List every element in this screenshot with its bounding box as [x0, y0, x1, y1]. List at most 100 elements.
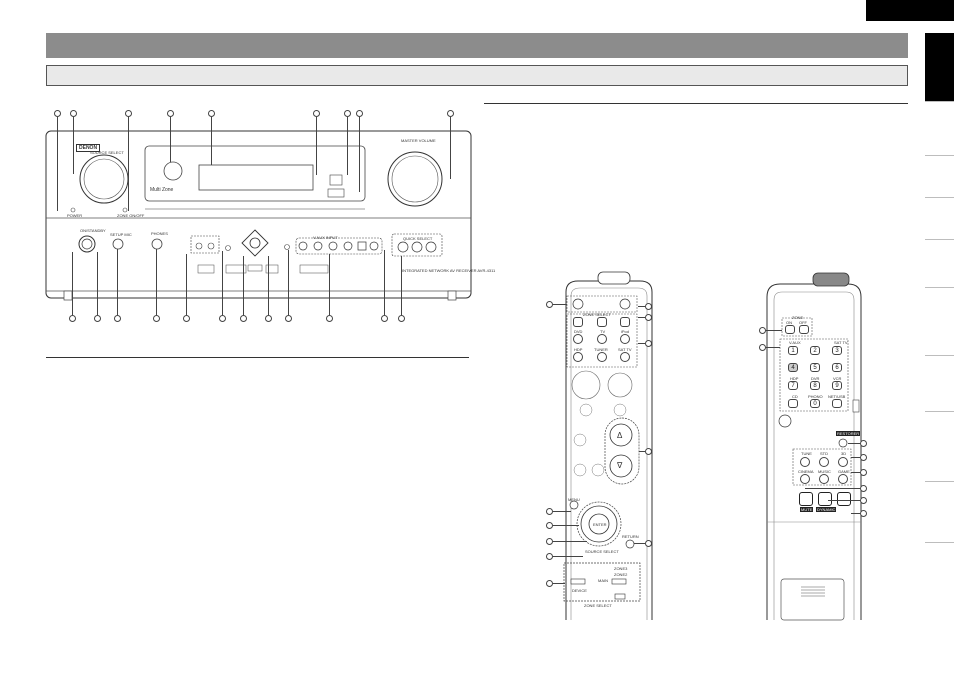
- callout-marker: [208, 110, 215, 117]
- net-usb-label: NET/USB: [828, 394, 846, 399]
- callout-leader: [359, 117, 360, 192]
- source-select-label: SOURCE SELECT: [90, 150, 124, 155]
- std-button[interactable]: [819, 457, 829, 467]
- callout-marker: [860, 469, 867, 476]
- volume-down-icon[interactable]: ∇: [617, 461, 623, 470]
- dvd-label: DVD: [574, 329, 583, 334]
- 3d-button[interactable]: [838, 457, 848, 467]
- vaux-label: V.AUX: [789, 340, 801, 345]
- callout-leader: [57, 117, 58, 211]
- callout-marker: [94, 315, 101, 322]
- callout-marker: [645, 303, 652, 310]
- number-8-button[interactable]: 8: [810, 381, 820, 390]
- game-label: GAME: [838, 469, 850, 474]
- zone-off-button[interactable]: [799, 325, 809, 334]
- callout-leader: [848, 443, 860, 444]
- dynamic-label: DYNAMIC: [816, 507, 837, 512]
- number-2-button[interactable]: 2: [810, 346, 820, 355]
- master-volume-label: MASTER VOLUME: [401, 138, 436, 143]
- callout-leader: [638, 343, 645, 344]
- zone-on-button[interactable]: [785, 325, 795, 334]
- callout-leader: [553, 541, 587, 542]
- hdp-label: HDP: [790, 376, 799, 381]
- callout-leader: [186, 254, 187, 315]
- callout-marker: [860, 440, 867, 447]
- on-standby-label: ON/STANDBY: [80, 228, 106, 233]
- mute-button[interactable]: [799, 492, 813, 506]
- language-tab[interactable]: [866, 0, 954, 21]
- callout-marker: [546, 301, 553, 308]
- side-nav-section-9[interactable]: [925, 481, 954, 543]
- number-9-button[interactable]: 9: [832, 381, 842, 390]
- hdp-button[interactable]: [573, 352, 583, 362]
- volume-up-icon[interactable]: Δ: [617, 431, 623, 440]
- music-button[interactable]: [819, 474, 829, 484]
- callout-leader: [634, 543, 645, 544]
- tuner-button[interactable]: [597, 352, 607, 362]
- callout-leader: [450, 117, 451, 179]
- callout-marker: [645, 340, 652, 347]
- restorer-label: RESTORER: [836, 431, 861, 436]
- callout-marker: [114, 315, 121, 322]
- callout-leader: [766, 347, 780, 348]
- number-3-button[interactable]: 3: [832, 346, 842, 355]
- quick-select-label: QUICK SELECT: [403, 236, 433, 241]
- callout-marker: [153, 315, 160, 322]
- restorer-button[interactable]: [837, 492, 851, 506]
- denon-logo: DENON: [76, 144, 101, 152]
- side-nav-section-1[interactable]: [925, 33, 954, 101]
- number-0-button[interactable]: 0: [810, 399, 820, 408]
- enter-label[interactable]: ENTER: [593, 522, 607, 527]
- tune-label: TUNE: [801, 451, 812, 456]
- callout-leader: [347, 117, 348, 175]
- number-5-button[interactable]: 5: [810, 363, 820, 372]
- phono-label: PHONO: [808, 394, 823, 399]
- callout-leader: [384, 250, 385, 315]
- callout-marker: [645, 448, 652, 455]
- callout-marker: [167, 110, 174, 117]
- callout-marker: [546, 538, 553, 545]
- dvd-source-button[interactable]: [573, 334, 583, 344]
- dynamic-button[interactable]: [818, 492, 832, 506]
- tv-button[interactable]: [597, 317, 607, 327]
- side-nav-section-8[interactable]: [925, 411, 954, 481]
- callout-marker: [70, 110, 77, 117]
- section-subtitle-bar: [46, 65, 908, 86]
- callout-marker: [285, 315, 292, 322]
- number-7-button[interactable]: 7: [788, 381, 798, 390]
- tv-source-button[interactable]: [597, 334, 607, 344]
- side-nav-section-7[interactable]: [925, 355, 954, 411]
- mute-label: MUTE: [800, 507, 814, 512]
- main-switch-label: MAIN: [598, 578, 608, 583]
- dvd-button[interactable]: [573, 317, 583, 327]
- front-panel-divider: [46, 357, 469, 358]
- callout-leader: [72, 252, 73, 315]
- side-nav-section-2[interactable]: [925, 101, 954, 155]
- side-nav-section-4[interactable]: [925, 197, 954, 239]
- callout-marker: [860, 485, 867, 492]
- callout-marker: [759, 344, 766, 351]
- side-nav-section-6[interactable]: [925, 287, 954, 355]
- cinema-button[interactable]: [800, 474, 810, 484]
- net-usb-button[interactable]: [832, 399, 842, 408]
- model-label: INTEGRATED NETWORK AV RECEIVER AVR-4311: [402, 268, 496, 273]
- number-1-button[interactable]: 1: [788, 346, 798, 355]
- side-nav-section-5[interactable]: [925, 239, 954, 287]
- callout-leader: [156, 249, 157, 315]
- callout-leader: [211, 117, 212, 165]
- number-4-button[interactable]: 4: [788, 363, 798, 372]
- tune-button[interactable]: [800, 457, 810, 467]
- callout-leader: [851, 472, 860, 473]
- page-title-bar: [46, 33, 908, 58]
- sat-tv-button[interactable]: [620, 352, 630, 362]
- ipod-source-button[interactable]: [620, 334, 630, 344]
- side-nav-section-3[interactable]: [925, 155, 954, 197]
- ipod-button[interactable]: [620, 317, 630, 327]
- callout-marker: [398, 315, 405, 322]
- cd-button[interactable]: [788, 399, 798, 408]
- number-6-button[interactable]: 6: [832, 363, 842, 372]
- cd-label: CD: [792, 394, 798, 399]
- callout-marker: [313, 110, 320, 117]
- game-button[interactable]: [838, 474, 848, 484]
- callout-leader: [401, 256, 402, 315]
